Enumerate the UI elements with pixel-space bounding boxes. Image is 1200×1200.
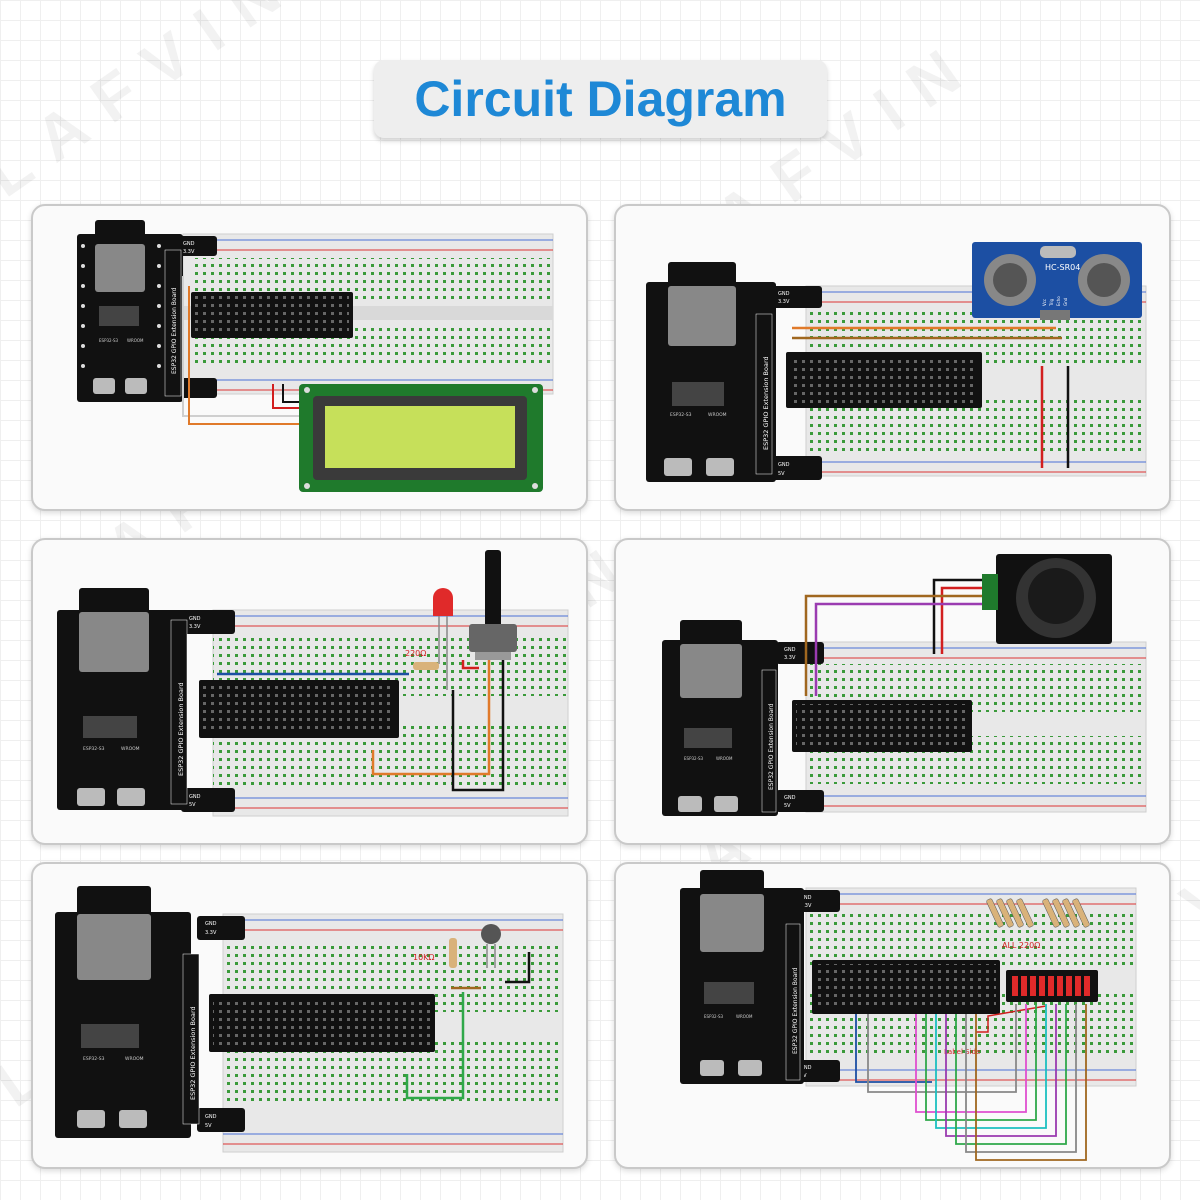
label-side-callout: Label Side [944, 1005, 1047, 1056]
joystick-module [982, 554, 1112, 644]
3v3-pin-label: 3.3V [205, 930, 217, 936]
title-banner: Circuit Diagram [374, 60, 827, 138]
gnd-pin-label: GND [189, 616, 201, 622]
led [433, 588, 453, 690]
trig-pin-label: Trig [1049, 298, 1054, 307]
board-label: ESP32 GPIO Extension Board [171, 287, 178, 374]
gnd-pin-label: GND [205, 921, 217, 927]
page-title: Circuit Diagram [414, 71, 787, 127]
resistor-label: ALL 220Ω [1002, 941, 1040, 950]
gnd-pin-label: GND [800, 895, 812, 901]
resistor-array: ALL 220Ω [986, 898, 1090, 950]
breadboard [222, 913, 564, 1153]
5v-pin-label: 5V [205, 1123, 212, 1129]
lcd-circuit-diagram: GND 3.3V ESP32 GPIO Extension Board ESP3… [77, 220, 554, 492]
gnd-pin-label: GND [205, 1114, 217, 1120]
esp32-board: ESP32 GPIO Extension Board ESP32-S3 WROO… [680, 870, 804, 1084]
lcd-module [299, 384, 543, 492]
gnd-pin-label: GND [778, 291, 790, 297]
ultrasonic-circuit-diagram: GND 3.3V GND 5V ESP32 GPIO Extension Boa… [646, 242, 1147, 482]
module-label: WROOM [736, 1014, 753, 1019]
panel-ultrasonic-circuit: GND 3.3V GND 5V ESP32 GPIO Extension Boa… [614, 204, 1171, 511]
board-label: ESP32 GPIO Extension Board [792, 967, 799, 1054]
board-label: ESP32 GPIO Extension Board [177, 682, 185, 776]
gnd-sensor-pin-label: Gnd [1063, 297, 1068, 306]
chip-label: ESP32-S3 [83, 1056, 105, 1062]
panel-led-bar-circuit: GND 3.3V GND 5V ESP32 GPIO Extension Boa… [614, 862, 1171, 1169]
5v-pin-label: 5V [778, 471, 785, 477]
3v3-pin-label: 3.3V [778, 299, 790, 305]
chip-label: ESP32-S3 [670, 412, 692, 418]
module-label: WROOM [125, 1056, 144, 1062]
thermistor [481, 924, 501, 968]
resistor-label: 220Ω [405, 649, 426, 658]
wires [792, 326, 1070, 468]
extension-board-header: GND 3.3V GND 5V [181, 610, 399, 812]
board-label: ESP32 GPIO Extension Board [189, 1006, 197, 1100]
esp32-board: ESP32 GPIO Extension Board ESP32-S3 WROO… [646, 262, 776, 482]
panel-joystick-circuit: GND 3.3V GND 5V ESP32 GPIO Extension Boa… [614, 538, 1171, 845]
vcc-pin-label: Vcc [1042, 299, 1047, 306]
3v3-pin-label: 3.3V [800, 903, 812, 909]
gnd-pin-label: GND [784, 795, 796, 801]
potentiometer-circuit-diagram: GND 3.3V GND 5V ESP32 GPIO Extension Boa… [57, 550, 569, 817]
led-bar-graph [1006, 970, 1098, 1002]
extension-board-header: GND 3.3V GND 5V [776, 642, 972, 812]
potentiometer [469, 550, 517, 660]
led-bar-circuit-diagram: GND 3.3V GND 5V ESP32 GPIO Extension Boa… [680, 870, 1137, 1161]
esp32-board: ESP32 GPIO Extension Board ESP32-S3 WROO… [662, 620, 778, 816]
wires [804, 578, 982, 696]
hc-sr04-sensor: HC-SR04 Vcc Trig Echo Gnd [972, 242, 1142, 320]
esp32-board: ESP32 GPIO Extension Board ESP32-S3 WROO… [55, 886, 200, 1138]
module-label: WROOM [127, 338, 144, 343]
3v3-pin-label: 3.3V [784, 655, 796, 661]
chip-label: ESP32-S3 [704, 1014, 724, 1019]
chip-label: ESP32-S3 [99, 338, 119, 343]
joystick-circuit-diagram: GND 3.3V GND 5V ESP32 GPIO Extension Boa… [662, 554, 1147, 816]
5v-pin-label: 5V [189, 802, 196, 808]
extension-board-header: GND 3.3V GND 5V [772, 286, 982, 480]
board-label: ESP32 GPIO Extension Board [768, 703, 775, 790]
gnd-pin-label: GND [778, 462, 790, 468]
5v-pin-label: 5V [784, 803, 791, 809]
gnd-pin-label: GND [183, 241, 195, 247]
esp32-board: ESP32 GPIO Extension Board ESP32-S3 WROO… [77, 220, 183, 402]
panel-potentiometer-circuit: GND 3.3V GND 5V ESP32 GPIO Extension Boa… [31, 538, 588, 845]
extension-board-header: GND 3.3V [173, 236, 353, 398]
gnd-pin-label: GND [189, 794, 201, 800]
module-label: WROOM [708, 412, 727, 418]
chip-label: ESP32-S3 [83, 746, 105, 752]
wires [405, 952, 531, 1100]
board-label: ESP32 GPIO Extension Board [762, 356, 770, 450]
panel-lcd-circuit: GND 3.3V ESP32 GPIO Extension Board ESP3… [31, 204, 588, 511]
wires [855, 1004, 1087, 1161]
wires [182, 276, 303, 425]
resistor-10k: 10KΩ [413, 938, 457, 968]
sensor-label: HC-SR04 [1045, 263, 1080, 272]
chip-label: ESP32-S3 [684, 756, 704, 761]
echo-pin-label: Echo [1056, 296, 1061, 306]
extension-board-header: GND 3.3V GND 5V [197, 916, 435, 1132]
module-label: WROOM [716, 756, 733, 761]
gnd-pin-label: GND [784, 647, 796, 653]
thermistor-circuit-diagram: GND 3.3V GND 5V ESP32 GPIO Extension Boa… [55, 886, 564, 1153]
module-label: WROOM [121, 746, 140, 752]
gnd-pin-label: GND [800, 1065, 812, 1071]
resistor-label: 10KΩ [413, 953, 435, 962]
panel-thermistor-circuit: GND 3.3V GND 5V ESP32 GPIO Extension Boa… [31, 862, 588, 1169]
3v3-pin-label: 3.3V [189, 624, 201, 630]
3v3-pin-label: 3.3V [183, 249, 195, 255]
resistor-220: 220Ω [405, 649, 439, 670]
wires [217, 660, 505, 792]
esp32-board: ESP32 GPIO Extension Board ESP32-S3 WROO… [57, 588, 188, 810]
label-side-text: Label Side [944, 1048, 980, 1056]
